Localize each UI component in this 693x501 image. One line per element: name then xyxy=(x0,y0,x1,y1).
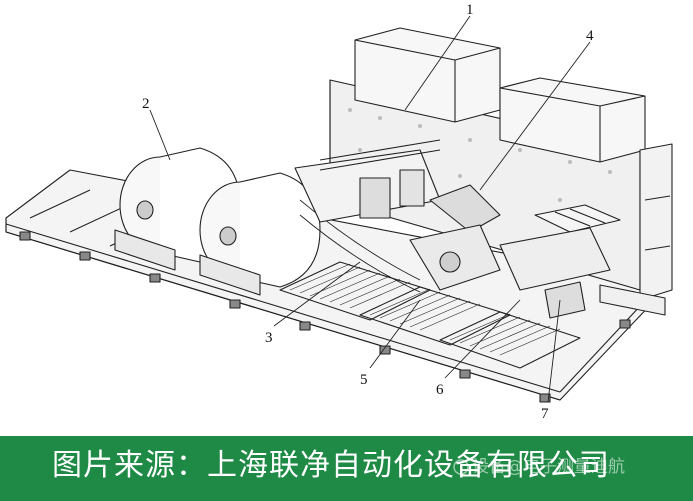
caption-text: 图片来源：上海联净自动化设备有限公司 xyxy=(52,448,610,483)
callout-4: 4 xyxy=(586,28,594,44)
watermark-logo-icon xyxy=(453,459,469,475)
callout-1: 1 xyxy=(466,2,474,18)
right-cabinet xyxy=(639,143,673,301)
floor-grilles xyxy=(279,261,581,369)
output-station xyxy=(499,204,666,319)
callout-2: 2 xyxy=(142,96,150,112)
watermark-text: 设备@电子测量迪航 xyxy=(472,457,625,477)
callout-3: 3 xyxy=(265,330,273,346)
callout-6: 6 xyxy=(436,382,444,398)
top-enclosures xyxy=(354,27,646,163)
caption-bar xyxy=(0,436,693,501)
callout-7: 7 xyxy=(541,406,549,422)
leader-lines xyxy=(149,15,591,403)
machine-line-drawing: 1 2 3 4 5 6 7 xyxy=(5,2,673,422)
processing-mechanism xyxy=(294,139,501,291)
unwind-rolls xyxy=(114,147,421,296)
callout-5: 5 xyxy=(360,372,368,388)
